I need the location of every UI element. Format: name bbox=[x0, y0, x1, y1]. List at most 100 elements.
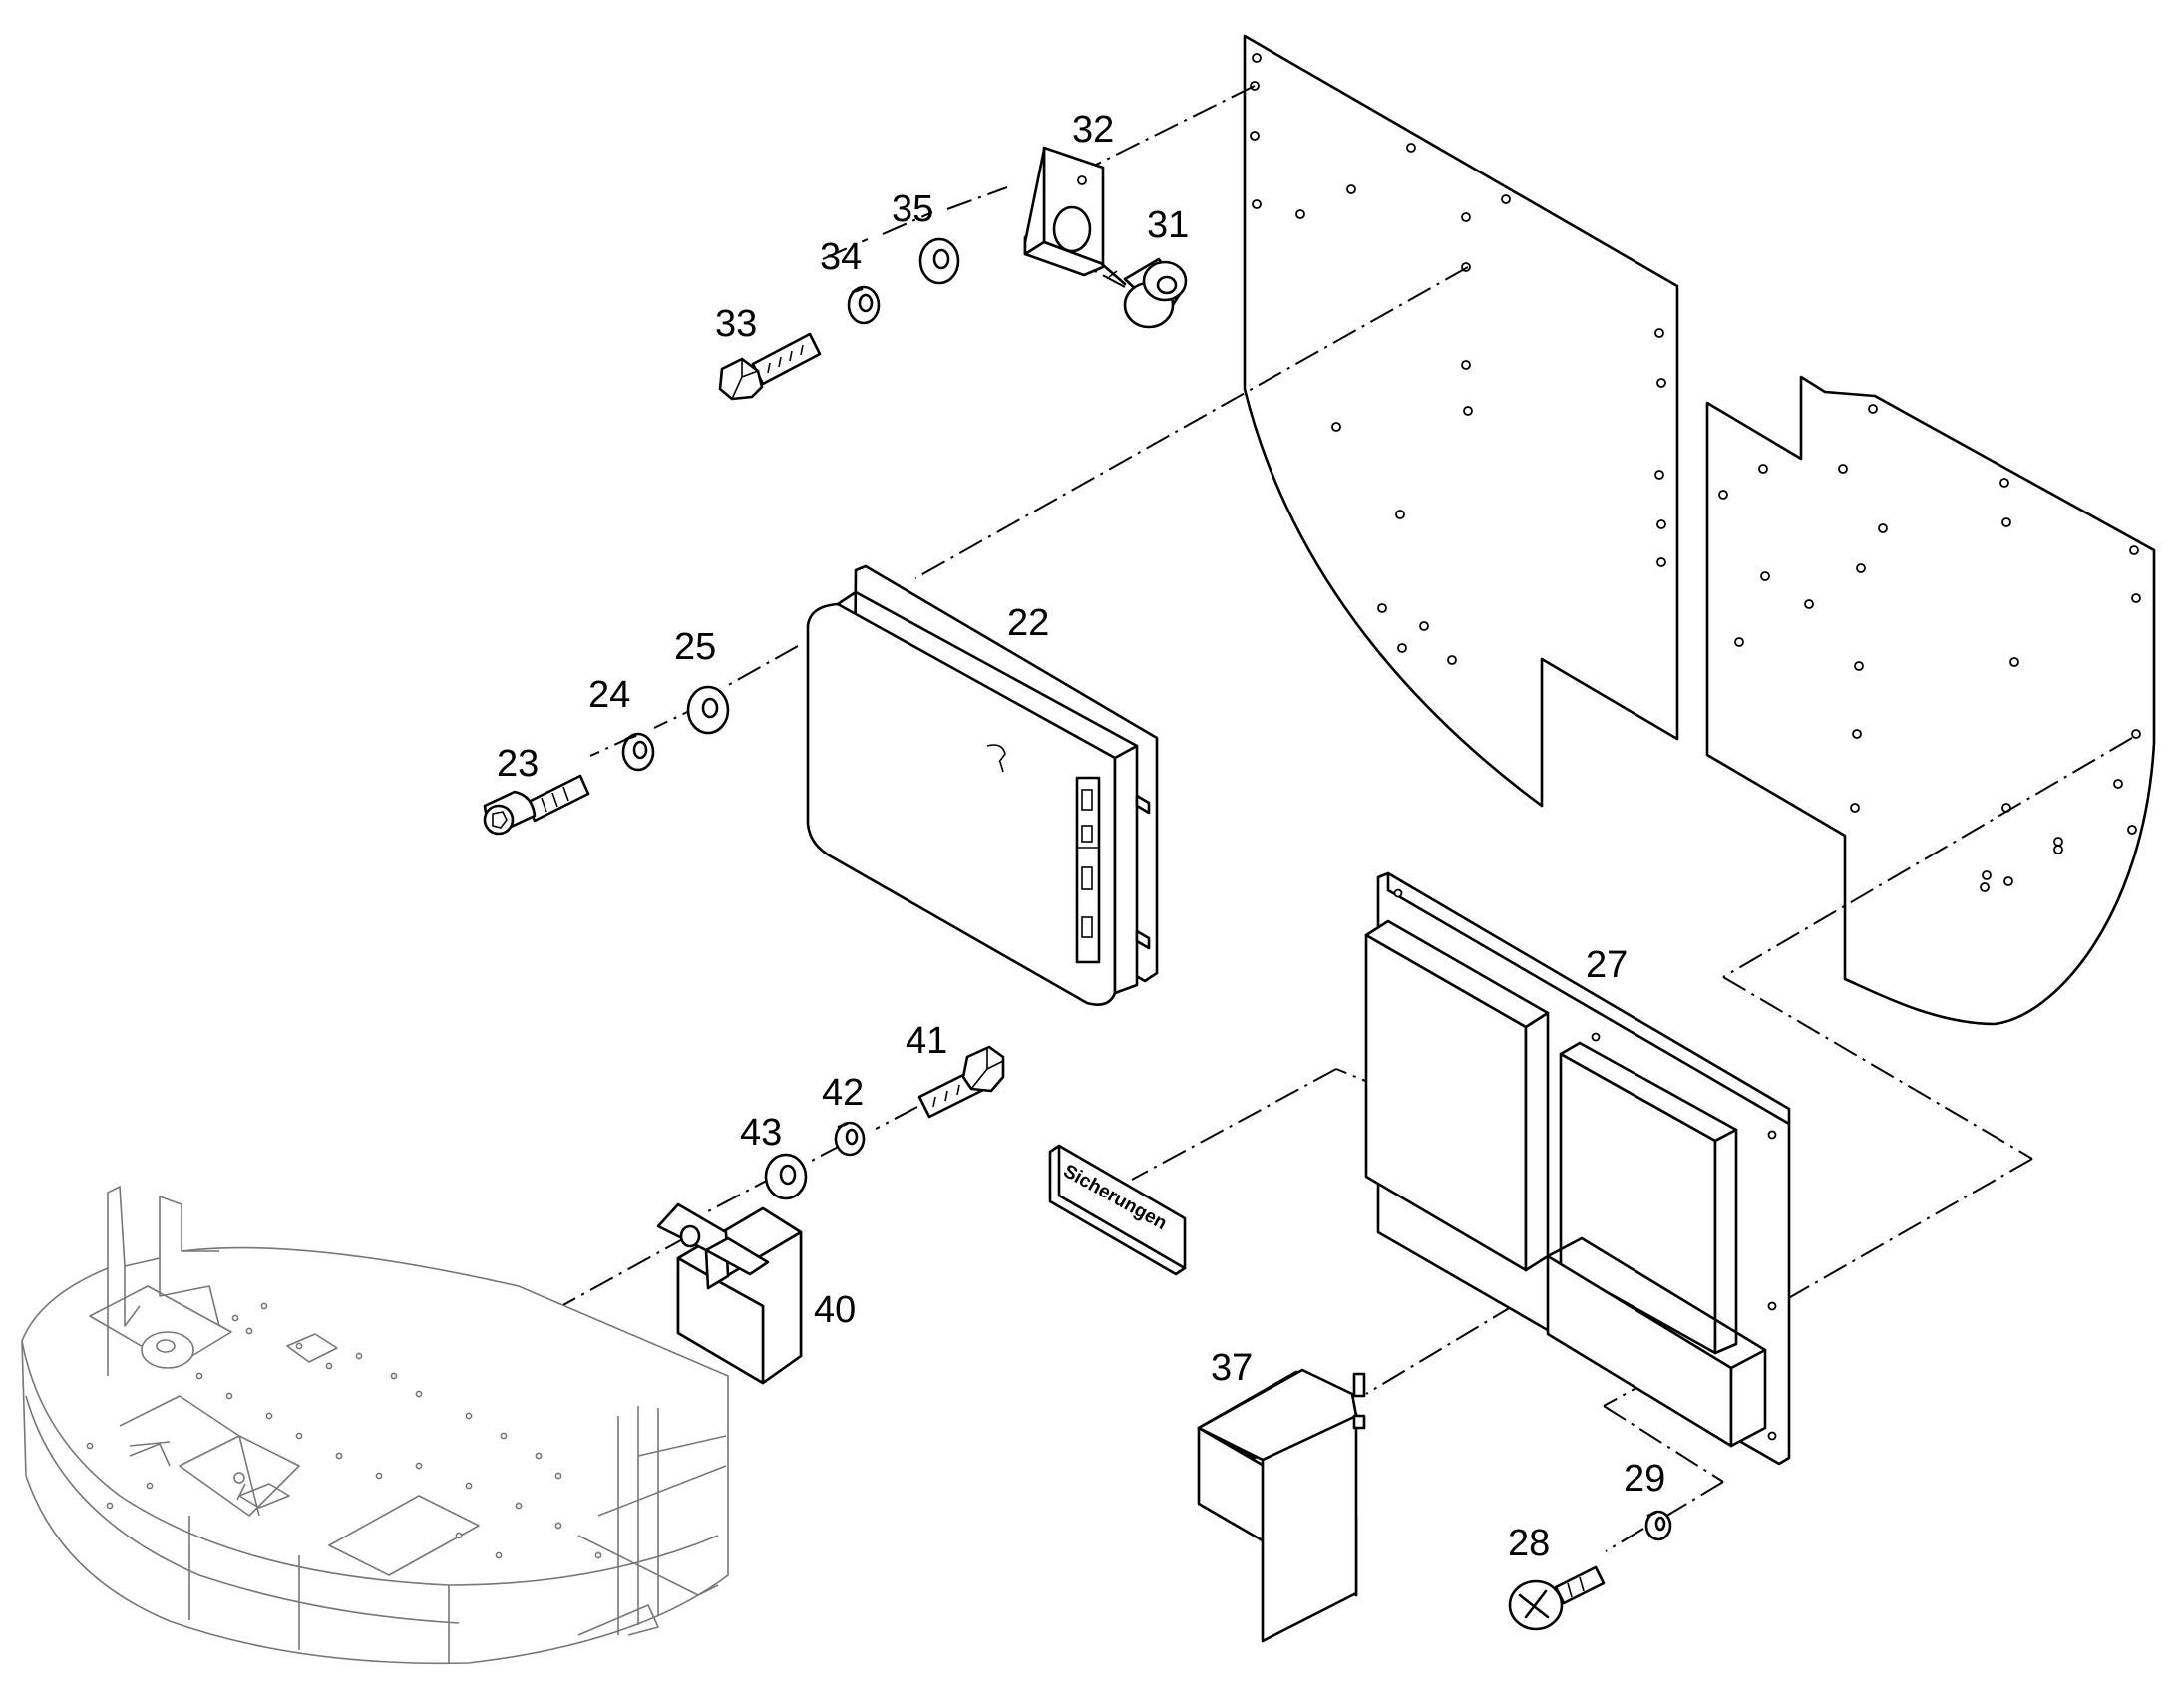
mounting-hole bbox=[1980, 882, 1990, 892]
mounting-hole bbox=[465, 1482, 473, 1490]
mounting-panel-front bbox=[1705, 375, 2156, 1026]
mounting-hole bbox=[1395, 510, 1405, 519]
mounting-hole bbox=[1734, 637, 1744, 647]
mounting-hole bbox=[325, 1362, 333, 1370]
callout-43: 43 bbox=[740, 1112, 782, 1154]
mounting-hole bbox=[2009, 657, 2019, 667]
mounting-hole bbox=[245, 1327, 253, 1335]
mounting-hole bbox=[1654, 328, 1664, 338]
callout-41: 41 bbox=[906, 1020, 947, 1062]
callout-32: 32 bbox=[1072, 109, 1114, 151]
callout-34: 34 bbox=[820, 236, 862, 278]
callout-29: 29 bbox=[1624, 1458, 1665, 1500]
mounting-hole bbox=[355, 1352, 363, 1360]
mounting-hole bbox=[265, 1412, 273, 1420]
mounting-hole bbox=[1397, 643, 1407, 653]
mounting-hole bbox=[2053, 837, 2063, 847]
machine-base-frame bbox=[21, 1185, 729, 1665]
mounting-hole bbox=[1718, 490, 1728, 500]
mounting-hole bbox=[455, 1532, 463, 1539]
mounting-hole bbox=[2001, 517, 2011, 527]
part-29-lock-washer bbox=[1644, 1510, 1672, 1541]
mounting-hole bbox=[1850, 803, 1860, 813]
callout-23: 23 bbox=[497, 743, 539, 785]
part-41-hex-bolt bbox=[917, 1045, 1005, 1119]
part-33-hex-bolt bbox=[718, 332, 822, 401]
mounting-hole bbox=[2113, 779, 2123, 789]
mounting-hole bbox=[1838, 464, 1848, 474]
mounting-hole bbox=[335, 1452, 343, 1460]
mounting-hole bbox=[1461, 360, 1471, 370]
callout-35: 35 bbox=[892, 188, 933, 230]
mounting-hole bbox=[1758, 464, 1768, 474]
part-31-knob bbox=[1100, 257, 1188, 329]
mounting-hole bbox=[1252, 53, 1262, 63]
mounting-hole bbox=[106, 1502, 114, 1510]
callout-28: 28 bbox=[1508, 1523, 1550, 1564]
mounting-hole bbox=[1447, 655, 1457, 665]
mounting-hole bbox=[2127, 825, 2137, 835]
mounting-hole bbox=[554, 1472, 562, 1480]
mounting-hole bbox=[1295, 209, 1305, 219]
mounting-hole bbox=[1346, 184, 1356, 194]
part-34-lock-washer bbox=[847, 285, 881, 325]
callout-37: 37 bbox=[1211, 1347, 1253, 1389]
mounting-hole bbox=[1999, 478, 2009, 488]
mounting-hole bbox=[1804, 599, 1814, 609]
callout-27: 27 bbox=[1586, 944, 1628, 986]
mounting-hole bbox=[1654, 470, 1664, 480]
part-32-bracket bbox=[1023, 146, 1105, 277]
mounting-hole bbox=[2053, 845, 2063, 854]
label-plate: Sicherungen bbox=[1048, 1144, 1187, 1276]
mounting-hole bbox=[146, 1482, 154, 1490]
mounting-hole bbox=[594, 1551, 602, 1559]
mounting-hole bbox=[415, 1390, 423, 1398]
mounting-hole bbox=[1463, 406, 1473, 416]
mounting-hole bbox=[465, 1412, 473, 1420]
mounting-hole bbox=[1982, 870, 1992, 880]
mounting-hole bbox=[1856, 563, 1866, 573]
mounting-hole bbox=[1377, 603, 1387, 613]
part-42-lock-washer bbox=[834, 1121, 866, 1157]
mounting-hole bbox=[86, 1442, 94, 1450]
mounting-hole bbox=[2003, 876, 2013, 886]
mounting-hole bbox=[1854, 661, 1864, 671]
callout-25: 25 bbox=[674, 626, 716, 668]
mounting-hole bbox=[1461, 212, 1471, 222]
mounting-hole bbox=[1331, 422, 1341, 432]
mounting-hole bbox=[295, 1432, 303, 1440]
mounting-hole bbox=[2131, 593, 2141, 603]
part-27-fuse-box bbox=[1364, 871, 1791, 1466]
part-28-pan-screw bbox=[1508, 1565, 1606, 1631]
mounting-hole bbox=[1250, 131, 1260, 141]
mounting-hole bbox=[1878, 523, 1888, 533]
mounting-hole bbox=[2129, 545, 2139, 555]
mounting-hole bbox=[1656, 519, 1666, 529]
mounting-hole bbox=[1656, 378, 1666, 388]
mounting-hole bbox=[225, 1392, 233, 1400]
mounting-hole bbox=[535, 1452, 543, 1460]
part-23-cap-screw bbox=[483, 774, 590, 836]
mounting-hole bbox=[1501, 194, 1511, 204]
mounting-hole bbox=[500, 1432, 508, 1440]
mounting-hole bbox=[554, 1522, 562, 1530]
part-37-relay bbox=[1197, 1368, 1366, 1643]
mounting-hole bbox=[231, 1314, 239, 1322]
callout-33: 33 bbox=[715, 303, 757, 345]
mounting-hole bbox=[2131, 729, 2141, 739]
mounting-hole bbox=[1419, 621, 1429, 631]
mounting-hole bbox=[390, 1372, 398, 1380]
mounting-hole bbox=[415, 1462, 423, 1470]
callout-42: 42 bbox=[822, 1072, 864, 1114]
mounting-hole bbox=[375, 1472, 383, 1480]
mounting-hole bbox=[1868, 404, 1878, 414]
mounting-hole bbox=[1406, 143, 1416, 153]
mounting-hole bbox=[195, 1372, 203, 1380]
mounting-hole bbox=[1852, 729, 1862, 739]
callout-24: 24 bbox=[588, 674, 630, 716]
callout-22: 22 bbox=[1007, 602, 1049, 644]
mounting-hole bbox=[515, 1502, 523, 1510]
mounting-hole bbox=[260, 1302, 268, 1310]
part-43-flat-washer bbox=[764, 1153, 808, 1200]
